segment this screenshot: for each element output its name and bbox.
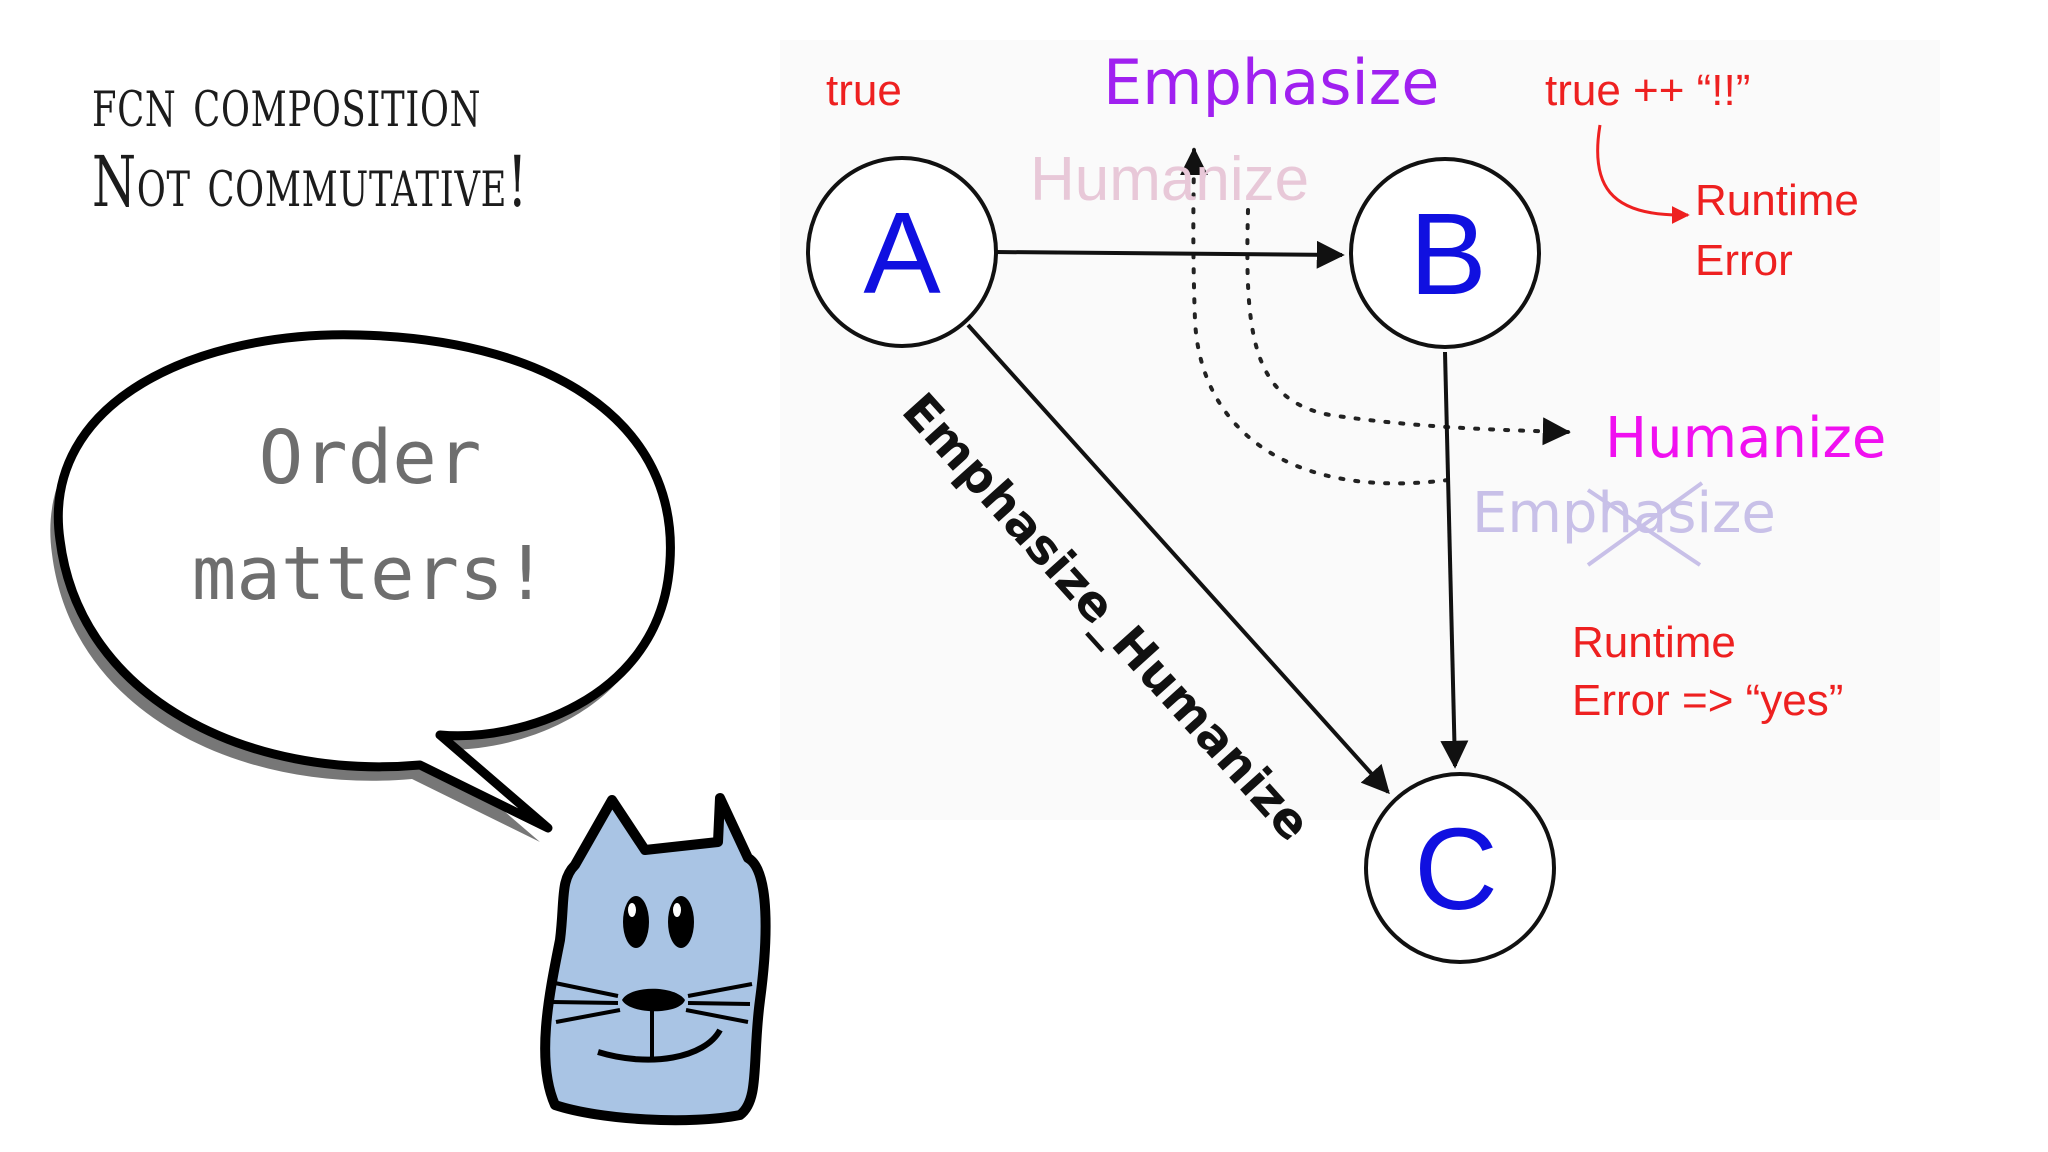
title-line-2: Not commutative! xyxy=(92,141,529,223)
dotted-arrow-up xyxy=(1179,147,1450,486)
node-c-label: C xyxy=(1414,804,1498,934)
node-b-label: B xyxy=(1409,189,1486,319)
edge-b-c xyxy=(1440,351,1469,769)
label-runtime-error-bottom-2: Error => “yes” xyxy=(1572,676,1843,725)
speech-bubble-line-2: matters! xyxy=(191,531,549,617)
edge-a-c xyxy=(966,323,1390,795)
speech-bubble xyxy=(50,330,675,842)
cat-nose xyxy=(622,988,685,1012)
red-curve-arrow xyxy=(1596,124,1690,224)
label-emphasize-top: Emphasize xyxy=(1103,46,1439,119)
label-runtime-error-bottom-1: Runtime xyxy=(1572,618,1736,667)
cross-out-mark xyxy=(1586,481,1704,567)
node-a: A xyxy=(806,156,998,348)
label-humanize-right: Humanize xyxy=(1605,406,1886,471)
label-b-value: true ++ “!!” xyxy=(1545,66,1750,115)
label-runtime-error-top-2: Error xyxy=(1695,236,1793,285)
cat-right-eye xyxy=(668,896,694,948)
cat-whiskers xyxy=(549,980,753,1024)
node-c: C xyxy=(1364,772,1556,964)
label-humanize-faded: Humanize xyxy=(1030,145,1309,214)
speech-bubble-text: Order matters! xyxy=(150,400,590,632)
node-a-label: A xyxy=(863,188,941,318)
label-runtime-error-top-1: Runtime xyxy=(1695,176,1859,225)
label-a-value: true xyxy=(826,66,902,115)
cat-mascot-icon xyxy=(540,793,771,1126)
edge-a-b xyxy=(994,240,1345,269)
label-diagonal-edge: Emphasize_Humanize xyxy=(891,383,1321,852)
title-line-1: fcn composition xyxy=(92,61,482,143)
node-b: B xyxy=(1349,157,1541,349)
cat-left-eye xyxy=(623,896,649,948)
diagram-background xyxy=(780,40,1940,820)
slide-title: fcn composition Not commutative! xyxy=(92,62,528,222)
dotted-arrow-right xyxy=(1245,208,1571,446)
cat-mouth xyxy=(597,1028,723,1063)
speech-bubble-line-1: Order xyxy=(258,415,482,501)
